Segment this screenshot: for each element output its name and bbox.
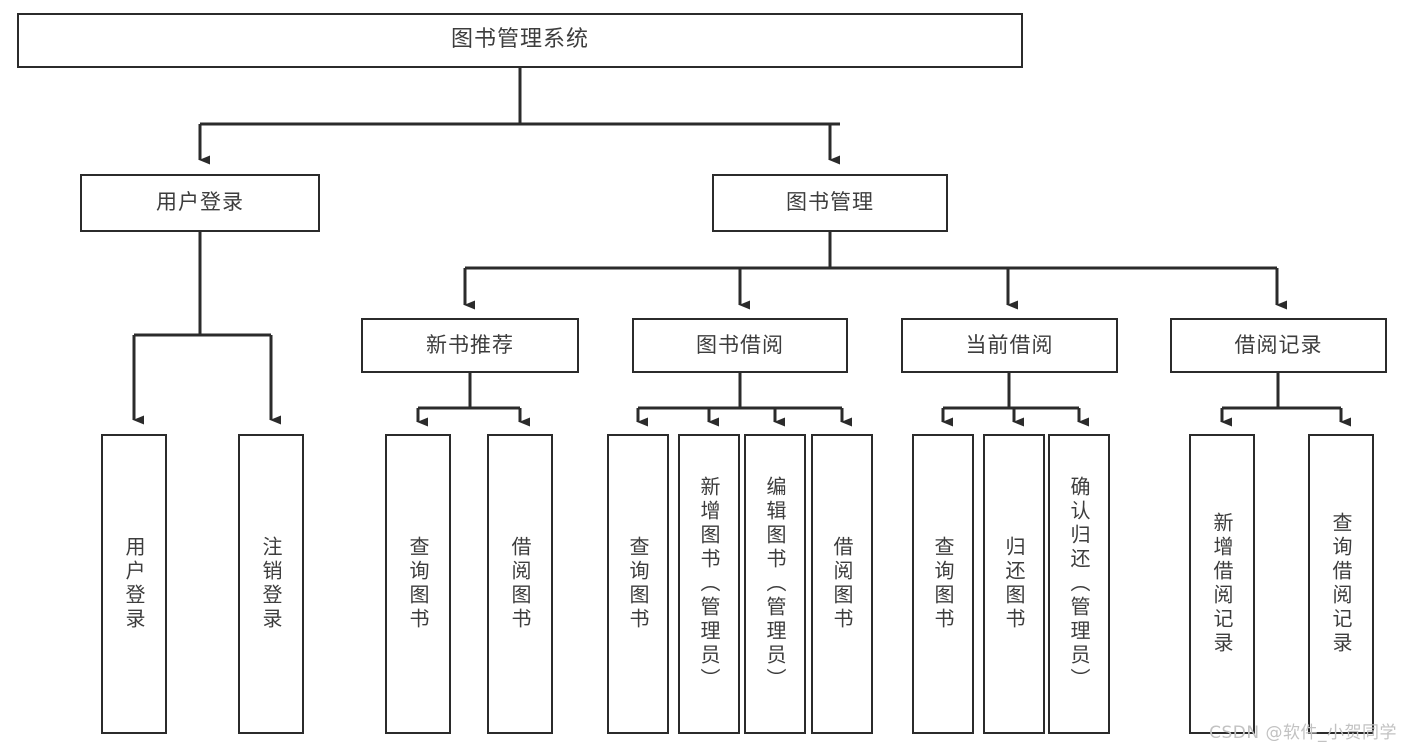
node-new-book-recommendation[interactable]: 新书推荐 [361,318,579,373]
leaf-query-borrow-record-label: 查询借阅记录 [1329,512,1353,656]
leaf-add-book-admin-label: 新增图书（管理员） [697,476,721,692]
node-root-label: 图书管理系统 [450,27,589,53]
leaf-return-book[interactable]: 归还图书 [983,434,1045,734]
leaf-add-borrow-record-label: 新增借阅记录 [1210,512,1234,656]
leaf-add-borrow-record[interactable]: 新增借阅记录 [1189,434,1255,734]
node-new-book-recommendation-label: 新书推荐 [426,332,514,357]
watermark-text: CSDN @软件_小贺同学 [1209,723,1397,743]
node-book-borrowing-label: 图书借阅 [696,332,784,357]
node-current-borrowing-label: 当前借阅 [965,332,1054,357]
leaf-add-book-admin[interactable]: 新增图书（管理员） [678,434,740,734]
leaf-query-book-current[interactable]: 查询图书 [912,434,974,734]
node-borrowing-record[interactable]: 借阅记录 [1170,318,1387,373]
node-book-management[interactable]: 图书管理 [712,174,948,232]
leaf-borrow-book-rec[interactable]: 借阅图书 [487,434,553,734]
leaf-query-book-rec-label: 查询图书 [406,536,430,632]
node-current-borrowing[interactable]: 当前借阅 [901,318,1118,373]
leaf-user-login[interactable]: 用户登录 [101,434,167,734]
leaf-borrow-book[interactable]: 借阅图书 [811,434,873,734]
node-user-login[interactable]: 用户登录 [80,174,320,232]
leaf-confirm-return-admin[interactable]: 确认归还（管理员） [1048,434,1110,734]
leaf-borrow-book-label: 借阅图书 [830,536,854,632]
leaf-query-book-current-label: 查询图书 [931,536,955,632]
leaf-user-login-label: 用户登录 [122,536,146,632]
node-user-login-label: 用户登录 [156,190,244,215]
node-book-management-label: 图书管理 [786,190,874,215]
leaf-logout[interactable]: 注销登录 [238,434,304,734]
leaf-query-book-rec[interactable]: 查询图书 [385,434,451,734]
leaf-query-borrow-record[interactable]: 查询借阅记录 [1308,434,1374,734]
leaf-borrow-book-rec-label: 借阅图书 [508,536,532,632]
leaf-confirm-return-admin-label: 确认归还（管理员） [1067,476,1091,692]
leaf-logout-label: 注销登录 [259,536,283,632]
node-root[interactable]: 图书管理系统 [17,13,1023,68]
leaf-edit-book-admin-label: 编辑图书（管理员） [763,476,787,692]
leaf-edit-book-admin[interactable]: 编辑图书（管理员） [744,434,806,734]
node-book-borrowing[interactable]: 图书借阅 [632,318,848,373]
leaf-query-book-borrow-label: 查询图书 [626,536,650,632]
leaf-return-book-label: 归还图书 [1002,536,1026,632]
leaf-query-book-borrow[interactable]: 查询图书 [607,434,669,734]
node-borrowing-record-label: 借阅记录 [1234,332,1323,357]
